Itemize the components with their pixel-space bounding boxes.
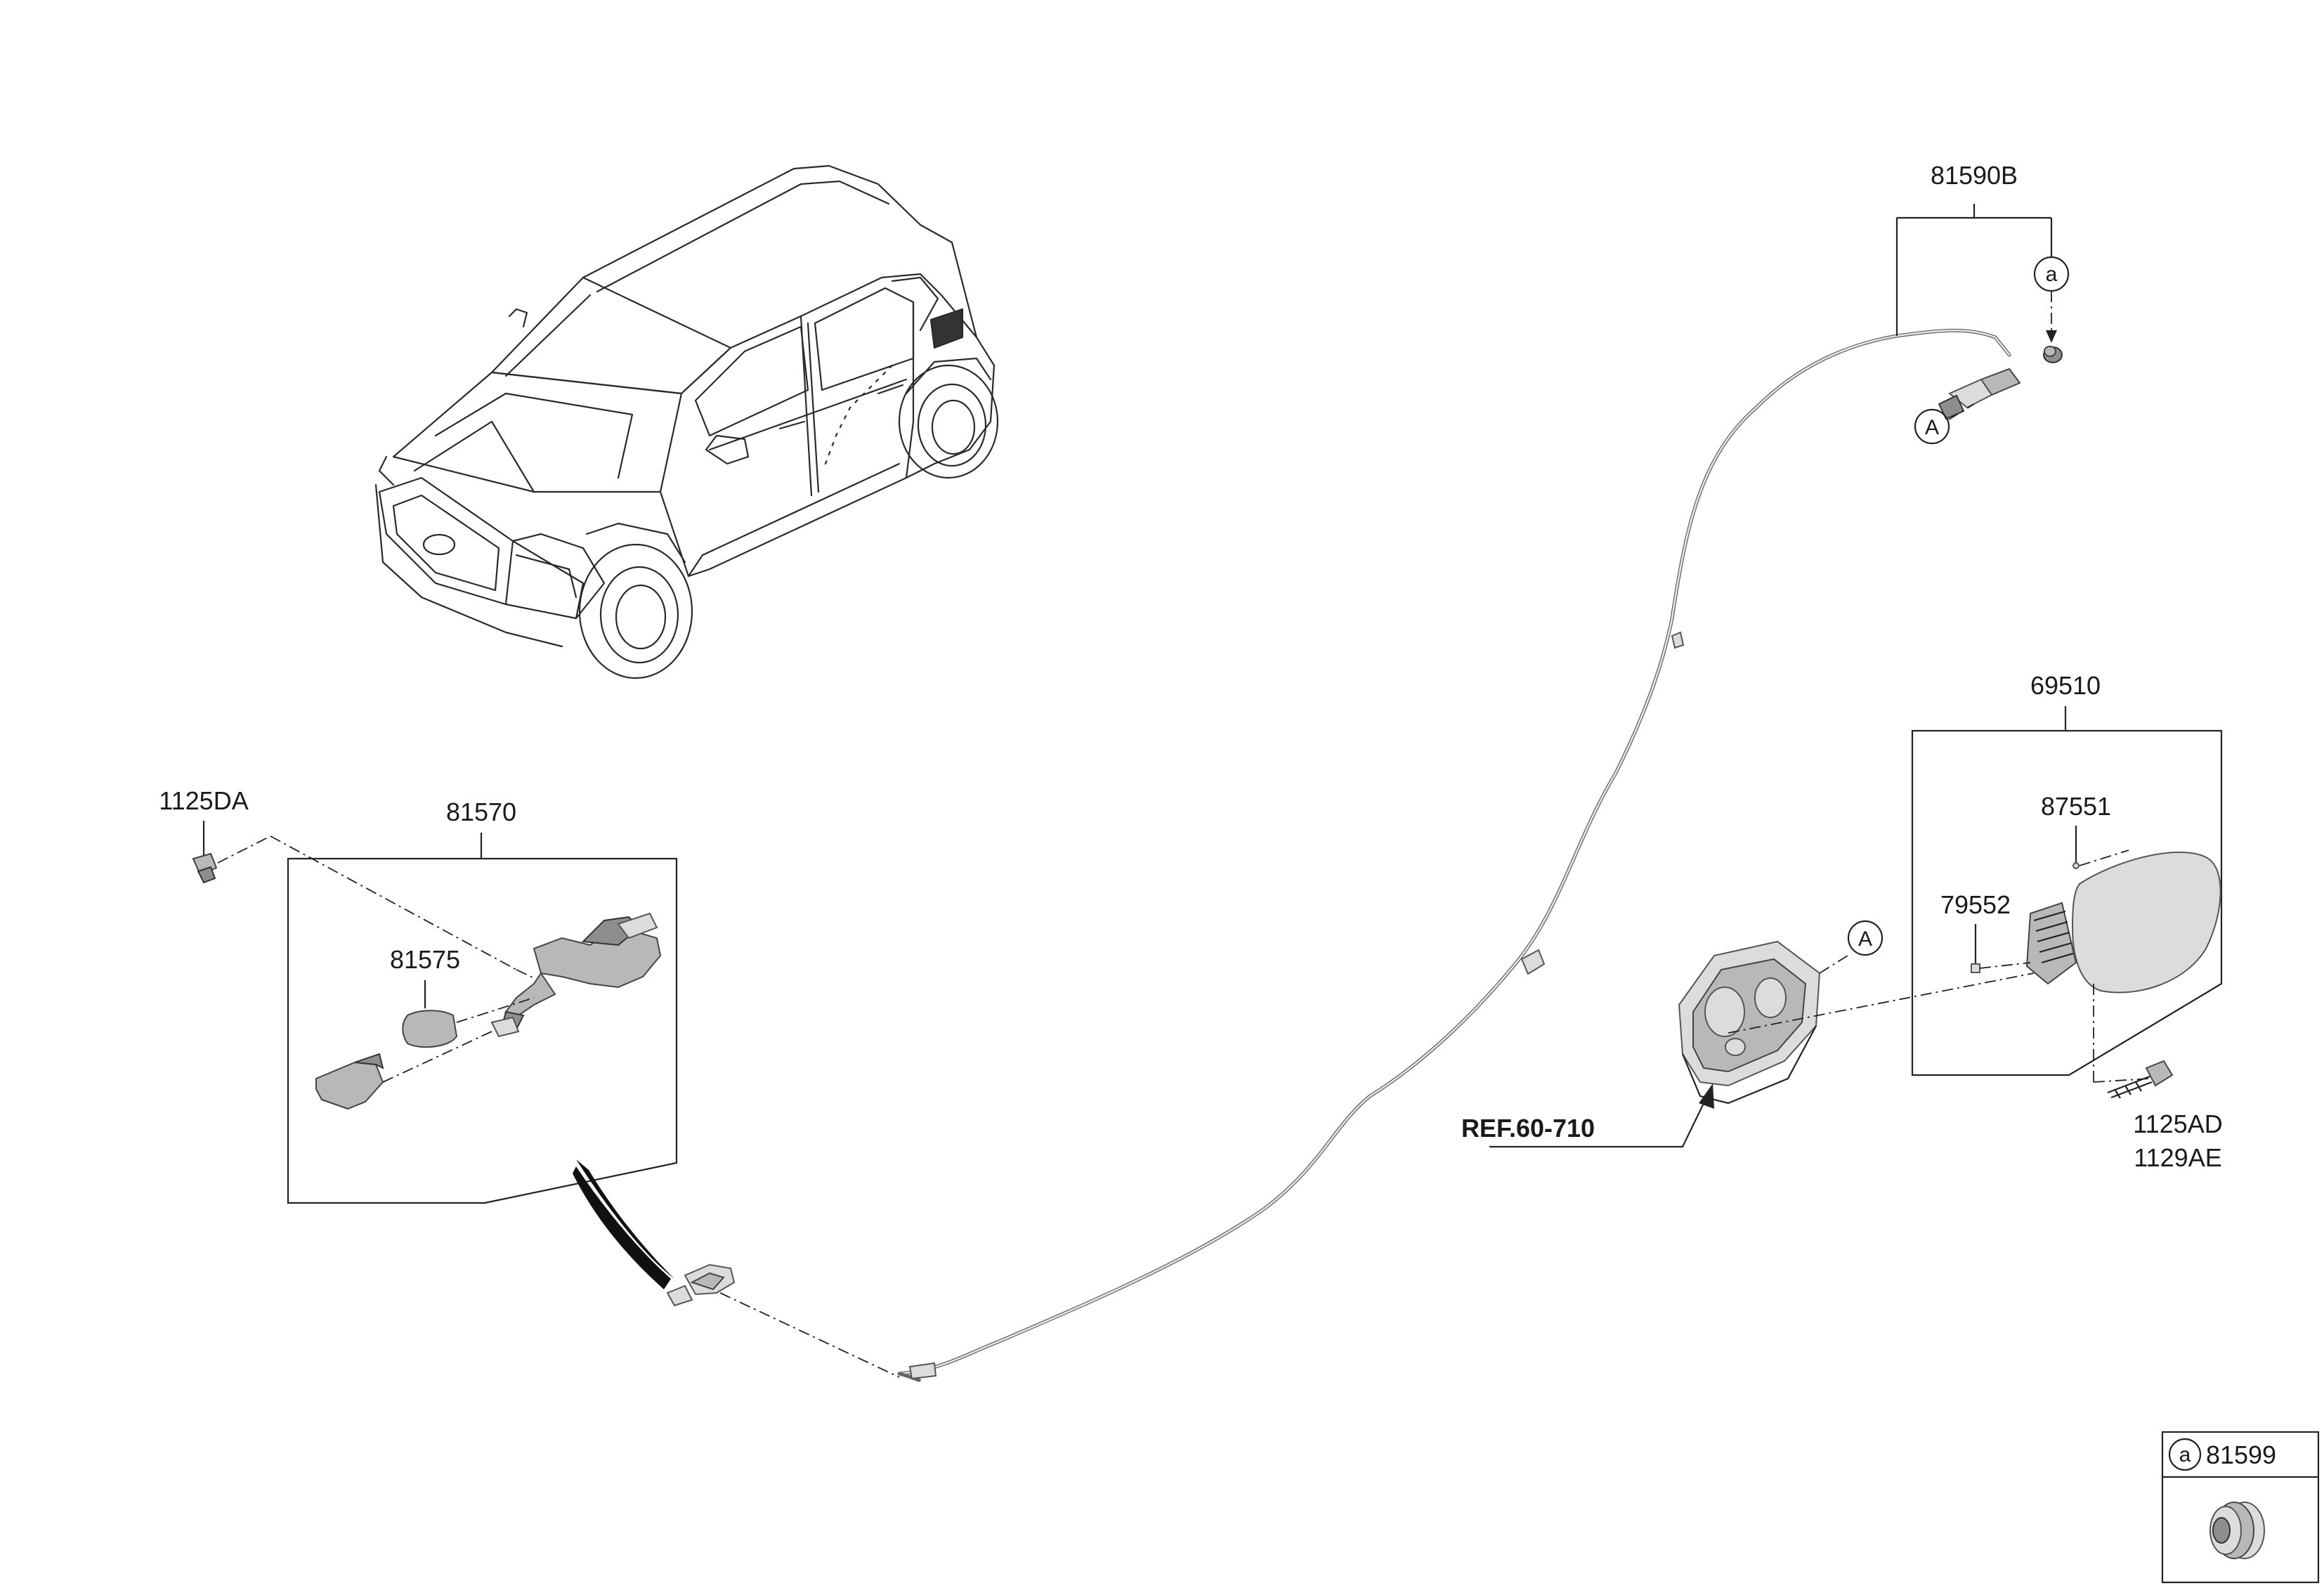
floor-lever-icon [666,1263,900,1378]
ref-label: REF.60-710 [1461,1114,1595,1143]
part-label-81570: 81570 [446,798,516,826]
svg-text:A: A [1925,416,1939,439]
release-lever-assembly-icon [490,912,662,1038]
part-label-1125AD: 1125AD [2133,1109,2222,1138]
fuel-filler-door-box-69510: 69510 87551 79552 [1911,671,2223,1082]
legend-callout-a: a [2179,1443,2191,1466]
reference-arrow: REF.60-710 [1461,1083,1714,1148]
part-label-87551: 87551 [2041,792,2111,821]
release-lever-box-81570: 81570 81575 [287,798,678,1204]
svg-text:a: a [2046,263,2058,286]
callout-a-upper: a [2033,256,2070,343]
part-label-1125DA: 1125DA [159,786,248,815]
cable-bracket-81590B: 81590B [1895,161,2053,336]
legend-box-81599: a 81599 [2161,1431,2320,1584]
screw-1125DA: 1125DA [159,786,517,970]
callout-A-mid: A [1847,920,1884,956]
bolt-1125AD: 1125AD 1129AE [2093,1060,2223,1172]
fuel-door-cable-icon [897,328,2021,1382]
car-illustration-icon [374,164,999,679]
fuel-filler-door-icon [2071,851,2221,994]
location-arrow [573,1159,674,1289]
callout-A-upper: A [1914,403,1975,445]
part-label-79552: 79552 [1940,890,2011,919]
grommet-icon [2209,1502,2265,1559]
svg-text:A: A [1858,928,1872,951]
lever-knob-icon [402,1010,458,1048]
fuel-door-housing-icon [1678,940,1848,1105]
legend-part-label: 81599 [2206,1440,2276,1469]
part-label-81575: 81575 [390,945,460,974]
part-label-81590B: 81590B [1931,161,2018,190]
part-label-1129AE: 1129AE [2134,1143,2221,1172]
grommet-upper-icon [2043,346,2063,363]
lever-handle-icon [315,1053,384,1110]
part-label-69510: 69510 [2030,671,2101,700]
